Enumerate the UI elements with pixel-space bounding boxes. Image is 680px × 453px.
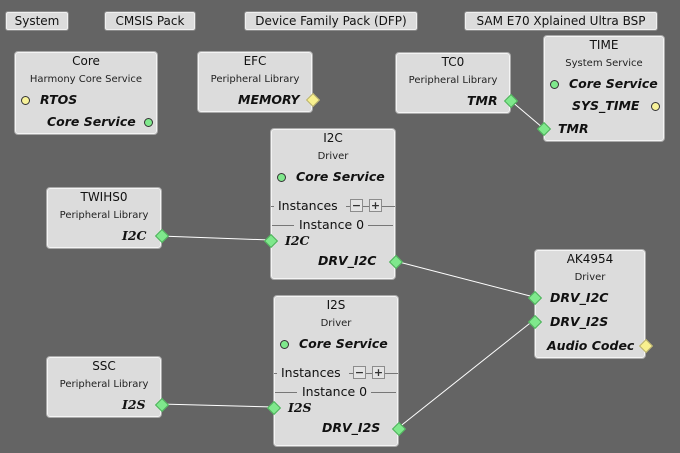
wire-tc0-time[interactable] [509, 99, 544, 129]
divider [385, 373, 398, 374]
node-subtitle: Peripheral Library [408, 75, 498, 86]
node-subtitle: Peripheral Library [210, 74, 300, 85]
node-subtitle: System Service [565, 58, 643, 69]
port-label-i2c: I2C [122, 228, 147, 243]
wire-twihs0-i2c[interactable] [159, 235, 271, 241]
instance-border [275, 392, 297, 393]
port-core-service-icon[interactable] [277, 173, 286, 182]
port-label-audio-codec: Audio Codec [547, 338, 635, 353]
tab-cmsis-pack[interactable]: CMSIS Pack [104, 11, 196, 31]
node-twihs0[interactable]: TWIHS0 Peripheral Library I2C [46, 187, 170, 249]
divider [363, 206, 369, 207]
node-title: I2S [326, 298, 346, 312]
node-ssc[interactable]: SSC Peripheral Library I2S [46, 356, 170, 418]
node-title: EFC [243, 54, 267, 68]
port-label-sys-time: SYS_TIME [572, 98, 640, 113]
node-tc0[interactable]: TC0 Peripheral Library TMR [395, 52, 519, 114]
node-title: SSC [92, 359, 116, 373]
instance-border [368, 225, 393, 226]
instances-label: Instances [278, 198, 338, 213]
port-label-tmr: TMR [467, 93, 498, 108]
tab-device-family-pack[interactable]: Device Family Pack (DFP) [244, 11, 418, 31]
node-subtitle: Driver [320, 318, 352, 329]
port-label-i2c: I2C [285, 233, 310, 248]
port-core-service-icon[interactable] [280, 340, 289, 349]
node-title: AK4954 [566, 252, 614, 266]
port-label-tmr: TMR [558, 121, 589, 136]
port-label-i2s: I2S [122, 397, 146, 412]
node-ak4954[interactable]: AK4954 Driver DRV_I2C DRV_I2S Audio Code… [527, 249, 654, 359]
port-label-i2s: I2S [288, 400, 312, 415]
divider [274, 373, 277, 374]
node-core[interactable]: Core Harmony Core Service RTOS Core Serv… [14, 51, 158, 135]
instance-label: Instance 0 [299, 217, 365, 232]
port-label-core-service: Core Service [569, 76, 658, 91]
tab-system[interactable]: System [5, 11, 69, 31]
node-title: TIME [589, 38, 619, 52]
node-time[interactable]: TIME System Service Core Service SYS_TIM… [536, 35, 665, 142]
divider [366, 373, 372, 374]
port-label-core-service: Core Service [47, 114, 136, 129]
divider [349, 373, 353, 374]
wire-ssc-i2s[interactable] [159, 403, 275, 408]
port-sys-time-icon[interactable] [651, 102, 660, 111]
instance-label: Instance 0 [302, 384, 368, 399]
port-core-service-icon[interactable] [144, 118, 153, 127]
instance-border [272, 225, 294, 226]
port-label-core-service: Core Service [299, 336, 388, 351]
instances-label: Instances [281, 365, 341, 380]
port-label-drv-i2s: DRV_I2S [322, 420, 381, 435]
node-i2s[interactable]: I2S Driver Core Service Instances − + In… [266, 295, 407, 447]
port-label-drv-i2s: DRV_I2S [550, 314, 609, 329]
port-label-drv-i2c: DRV_I2C [318, 253, 377, 268]
node-title: Core [72, 54, 100, 68]
wire-i2s-ak4954[interactable] [397, 319, 535, 429]
port-label-memory: MEMORY [238, 92, 300, 107]
remove-instance-button[interactable]: − [353, 366, 366, 379]
port-rtos-icon[interactable] [21, 96, 30, 105]
instance-border [371, 392, 396, 393]
add-instance-button[interactable]: + [369, 199, 382, 212]
node-subtitle: Peripheral Library [59, 210, 149, 221]
node-subtitle: Driver [574, 272, 606, 283]
divider [382, 206, 395, 207]
node-subtitle: Peripheral Library [59, 379, 149, 390]
node-efc[interactable]: EFC Peripheral Library MEMORY [197, 51, 321, 113]
wire-i2c-ak4954[interactable] [394, 260, 535, 298]
port-label-rtos: RTOS [40, 92, 78, 107]
node-title: I2C [323, 131, 343, 145]
node-subtitle: Harmony Core Service [29, 74, 143, 85]
node-title: TWIHS0 [80, 190, 128, 204]
port-core-service-icon[interactable] [550, 80, 559, 89]
node-title: TC0 [441, 55, 465, 69]
port-label-core-service: Core Service [296, 169, 385, 184]
divider [271, 206, 274, 207]
node-i2c[interactable]: I2C Driver Core Service Instances − + In… [263, 128, 404, 280]
node-subtitle: Driver [317, 151, 349, 162]
remove-instance-button[interactable]: − [350, 199, 363, 212]
divider [346, 206, 350, 207]
tab-bsp[interactable]: SAM E70 Xplained Ultra BSP [464, 11, 658, 31]
add-instance-button[interactable]: + [372, 366, 385, 379]
port-label-drv-i2c: DRV_I2C [550, 290, 609, 305]
